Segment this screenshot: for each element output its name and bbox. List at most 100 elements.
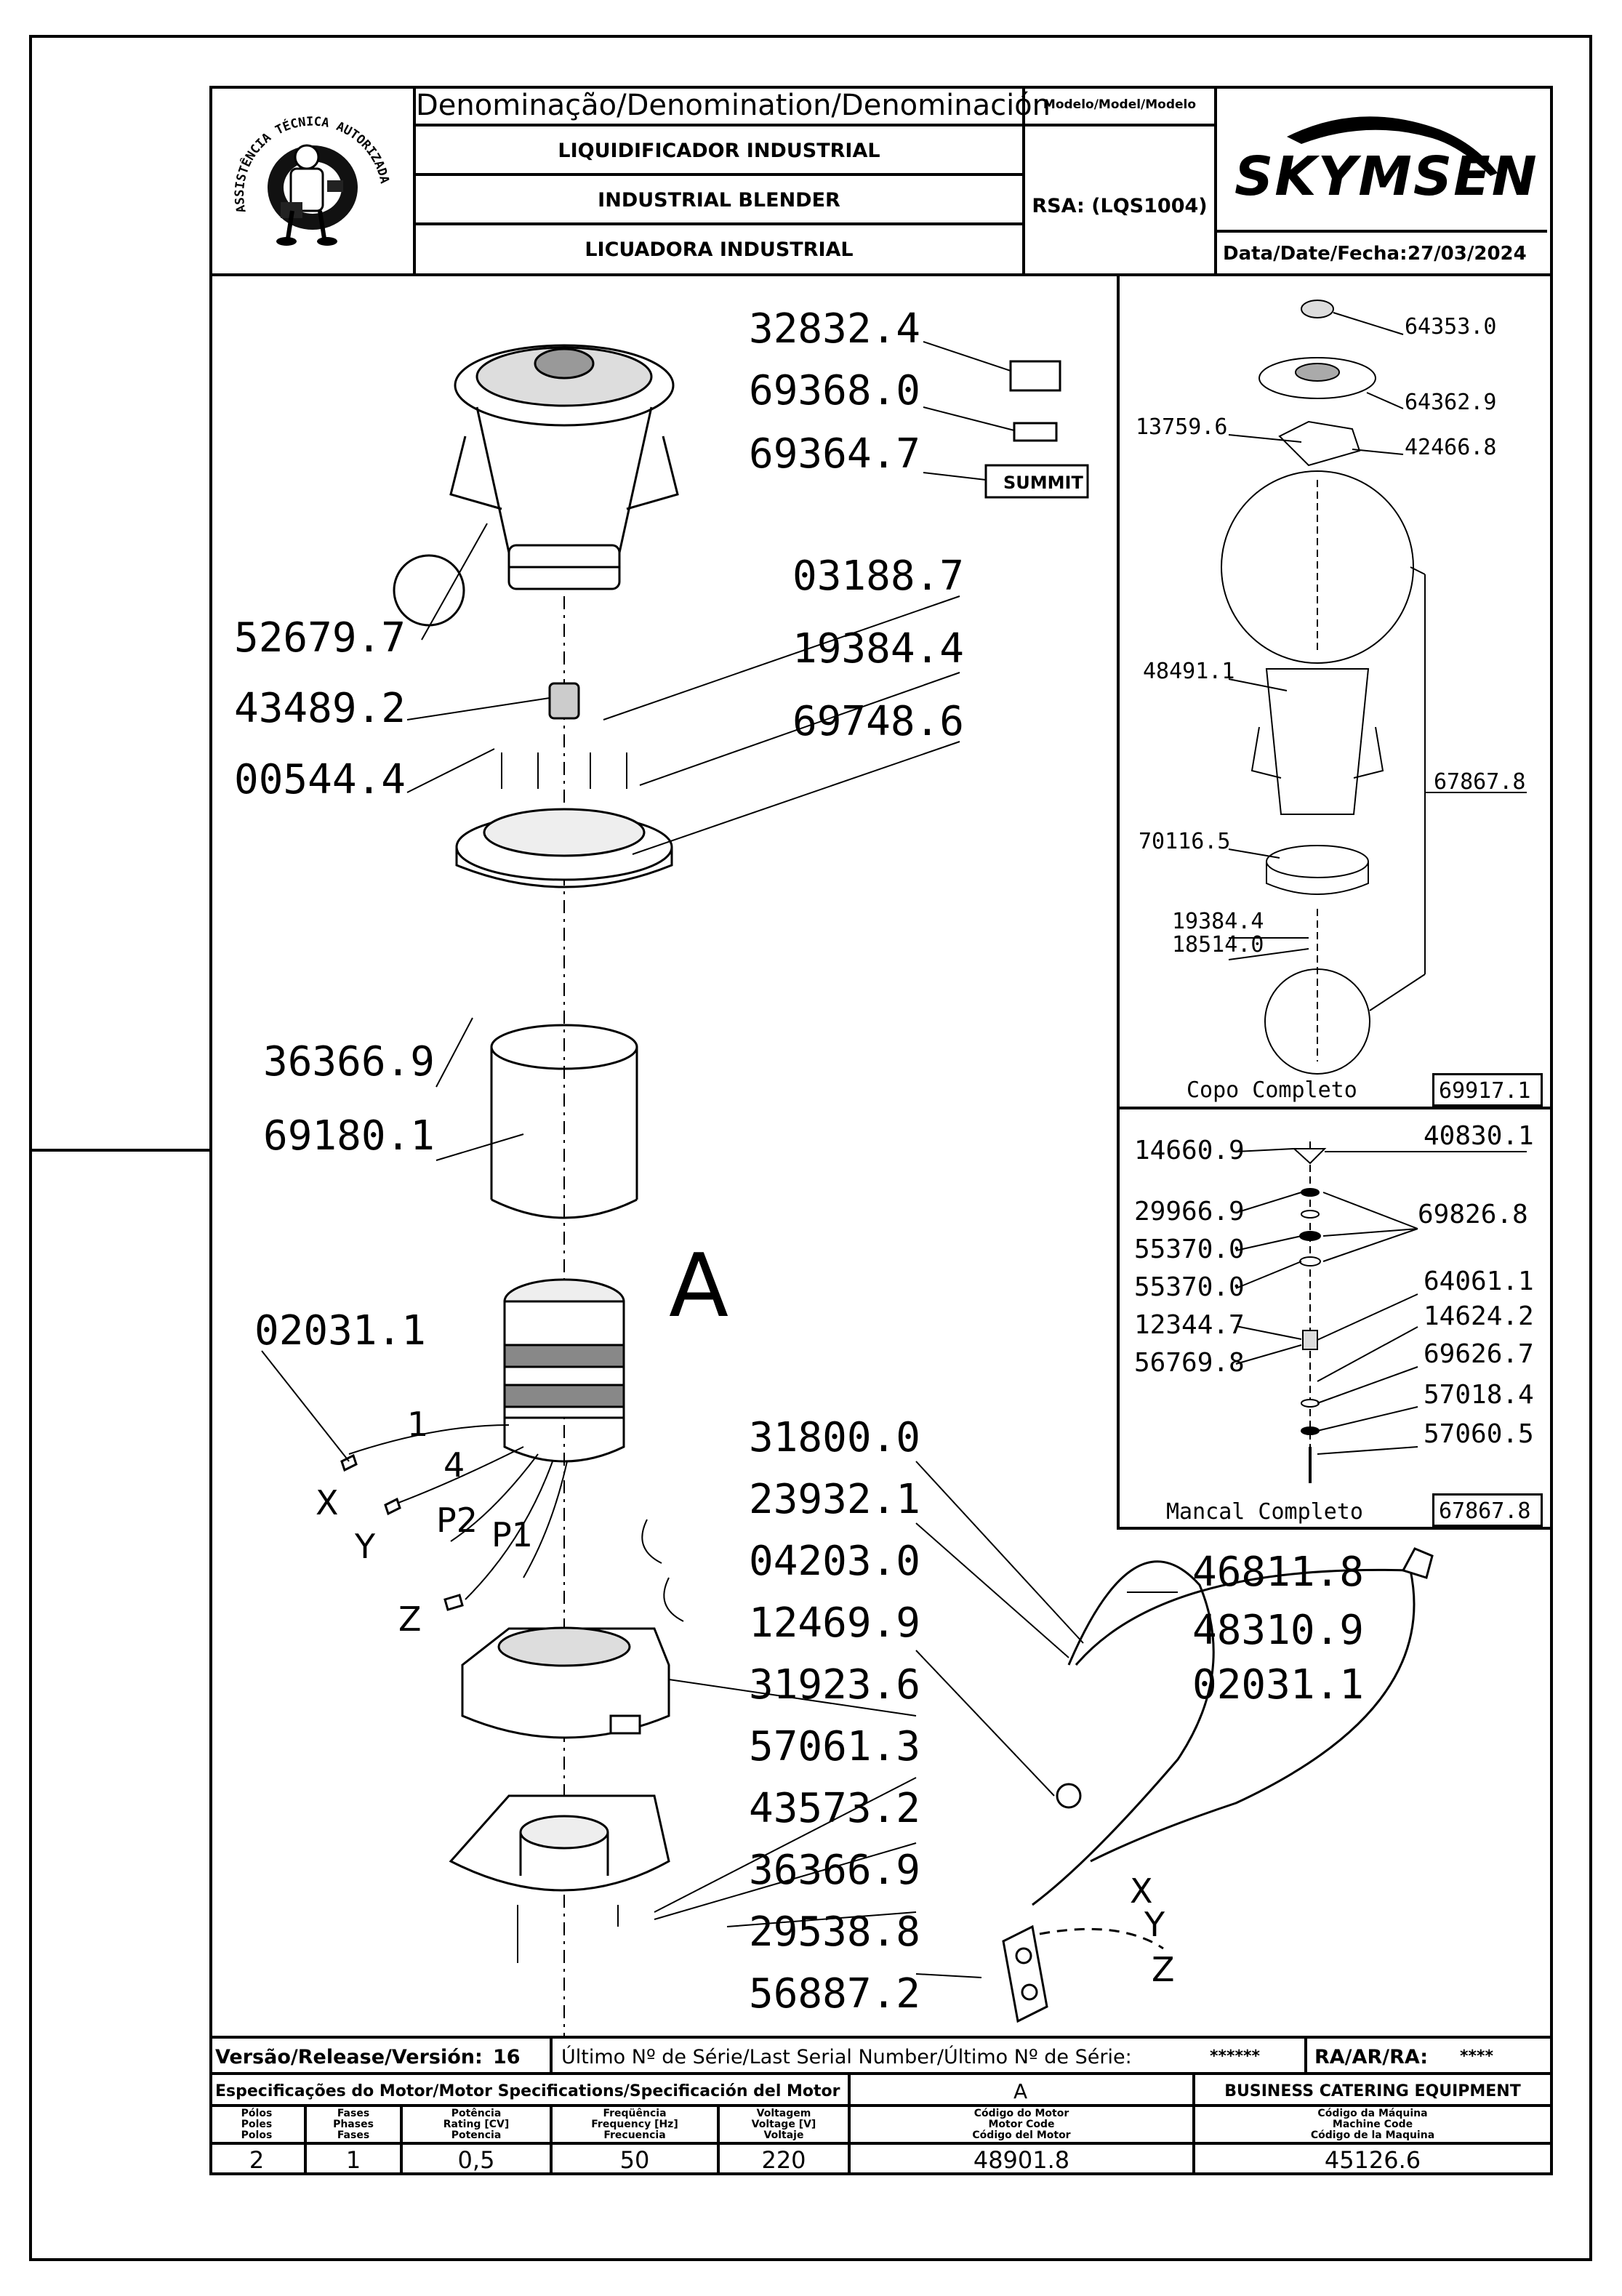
brand-swoosh-icon — [1287, 116, 1498, 176]
callout-31800-0: 31800.0 — [749, 1414, 921, 1461]
motor-code-value: 48901.8 — [973, 2146, 1070, 2174]
wire-label-z: Z — [398, 1599, 422, 1639]
callout-36366-9-lower: 36366.9 — [749, 1847, 921, 1894]
name-english: INDUSTRIAL BLENDER — [598, 189, 840, 212]
callout-69364-7: 69364.7 — [749, 430, 921, 478]
denomination-cell: Denominação/Denomination/Denominación LI… — [416, 86, 1051, 273]
bearing-part-69626-7: 69626.7 — [1424, 1339, 1534, 1369]
callout-19384-4: 19384.4 — [792, 625, 965, 673]
voltage-value: 220 — [761, 2146, 806, 2174]
bearing-part-69826-8: 69826.8 — [1418, 1200, 1528, 1229]
callout-43489-2: 43489.2 — [234, 685, 406, 732]
wire-label-1: 1 — [407, 1405, 429, 1444]
callout-04203-0: 04203.0 — [749, 1538, 921, 1585]
ra-label: RA/AR/RA: — [1314, 2046, 1429, 2068]
rating-value: 0,5 — [457, 2146, 495, 2174]
version-label: Versão/Release/Versión: — [215, 2046, 483, 2068]
cup-detail-title: Copo Completo — [1187, 1077, 1357, 1103]
callout-32832-4: 32832.4 — [749, 305, 921, 353]
callout-69368-0: 69368.0 — [749, 367, 921, 414]
callout-02031-1: 02031.1 — [254, 1307, 427, 1354]
plug-label-x: X — [1130, 1871, 1153, 1911]
power-cord-icon — [1002, 1547, 1434, 2023]
callout-36366-9: 36366.9 — [263, 1038, 435, 1085]
motor-base-icon — [461, 1626, 670, 1739]
motor-letter-a: A — [669, 1236, 729, 1337]
name-spanish: LICUADORA INDUSTRIAL — [585, 238, 854, 261]
model-label: Modelo/Model/Modelo — [1043, 97, 1197, 112]
drawing-sheet — [29, 35, 1592, 2261]
frequency-value: 50 — [619, 2146, 650, 2174]
sheet-notch-line — [29, 1149, 209, 1152]
name-portuguese: LIQUIDIFICADOR INDUSTRIAL — [558, 140, 880, 162]
header-block: ASSISTÊNCIA TÉCNICA AUTORIZADA Denominaç… — [209, 86, 1553, 276]
callout-69180-1: 69180.1 — [263, 1112, 435, 1160]
cup-detail-drawing-icon — [1221, 300, 1426, 1075]
wire-label-x: X — [316, 1483, 339, 1522]
bearing-part-57060-5: 57060.5 — [1424, 1419, 1534, 1449]
callout-48310-9: 48310.9 — [1192, 1607, 1365, 1654]
serial-label: Último Nº de Série/Last Serial Number/Úl… — [561, 2046, 1132, 2068]
bearing-part-29966-9: 29966.9 — [1134, 1197, 1245, 1227]
callout-02031-1-cord: 02031.1 — [1192, 1661, 1365, 1709]
callout-23932-1: 23932.1 — [749, 1476, 921, 1523]
motor-spec-label: Especificações do Motor/Motor Specificat… — [215, 2082, 840, 2100]
ra-value: **** — [1460, 2047, 1494, 2066]
plug-label-z: Z — [1152, 1950, 1175, 1989]
poles-value: 2 — [249, 2146, 265, 2174]
wire-label-4: 4 — [443, 1445, 465, 1485]
brand-cell: SKYMSEN Data/Date/Fecha: 27/03/2024 — [1217, 86, 1547, 273]
callout-43573-2: 43573.2 — [749, 1785, 921, 1832]
cup-detail-code: 69917.1 — [1439, 1078, 1531, 1104]
bearing-detail-drawing-icon — [1235, 1141, 1527, 1483]
plug-label-y: Y — [1144, 1905, 1165, 1944]
bearing-detail-bottom — [1117, 1527, 1550, 1530]
callout-57061-3: 57061.3 — [749, 1723, 921, 1770]
date-value: 27/03/2024 — [1408, 243, 1527, 265]
bearing-part-14660-9: 14660.9 — [1134, 1136, 1245, 1165]
detail-panel-divider — [1117, 275, 1120, 1530]
motor-icon — [503, 1278, 625, 1463]
drawing-frame — [209, 86, 1553, 2175]
callout-52679-7: 52679.7 — [234, 614, 406, 662]
phases-value: 1 — [345, 2146, 361, 2174]
cup-part-42466-8: 42466.8 — [1405, 435, 1497, 460]
bearing-part-55370-0-b: 55370.0 — [1134, 1272, 1245, 1302]
cup-part-64362-9: 64362.9 — [1405, 390, 1497, 415]
bearing-detail-code-box: 67867.8 — [1432, 1493, 1543, 1527]
authorized-seal-icon: ASSISTÊNCIA TÉCNICA AUTORIZADA — [233, 114, 392, 246]
footer-motor-letter: A — [1013, 2079, 1028, 2103]
wire-label-p1: P1 — [491, 1515, 534, 1554]
callout-69748-6: 69748.6 — [792, 698, 965, 745]
cup-part-64353-0: 64353.0 — [1405, 314, 1497, 340]
motor-housing-cylinder-icon — [490, 1024, 638, 1219]
callout-00544-4: 00544.4 — [234, 756, 406, 803]
callout-12469-9: 12469.9 — [749, 1599, 921, 1647]
cup-part-19384-4: 19384.4 — [1172, 909, 1264, 934]
wire-label-y: Y — [355, 1527, 376, 1566]
summit-label: SUMMIT — [1003, 473, 1083, 493]
cup-part-18514-0: 18514.0 — [1172, 932, 1264, 958]
date-label: Data/Date/Fecha: — [1223, 243, 1408, 265]
wire-label-p2: P2 — [436, 1501, 478, 1540]
bearing-part-55370-0-a: 55370.0 — [1134, 1235, 1245, 1264]
bearing-part-57018-4: 57018.4 — [1424, 1380, 1534, 1410]
business-label: BUSINESS CATERING EQUIPMENT — [1224, 2082, 1521, 2100]
callout-29538-8: 29538.8 — [749, 1908, 921, 1956]
version-value: 16 — [493, 2046, 521, 2068]
bearing-part-64061-1: 64061.1 — [1424, 1267, 1534, 1296]
cup-part-67867-8: 67867.8 — [1434, 769, 1526, 795]
bearing-part-40830-1: 40830.1 — [1424, 1121, 1534, 1151]
cup-detail-bottom — [1117, 1107, 1550, 1109]
serial-value: ****** — [1210, 2047, 1261, 2066]
machine-code-value: 45126.6 — [1324, 2146, 1421, 2174]
seal-cell: ASSISTÊNCIA TÉCNICA AUTORIZADA — [209, 86, 416, 273]
model-value: RSA: (LQS1004) — [1032, 195, 1208, 217]
model-cell: Modelo/Model/Modelo RSA: (LQS1004) — [1025, 86, 1217, 273]
